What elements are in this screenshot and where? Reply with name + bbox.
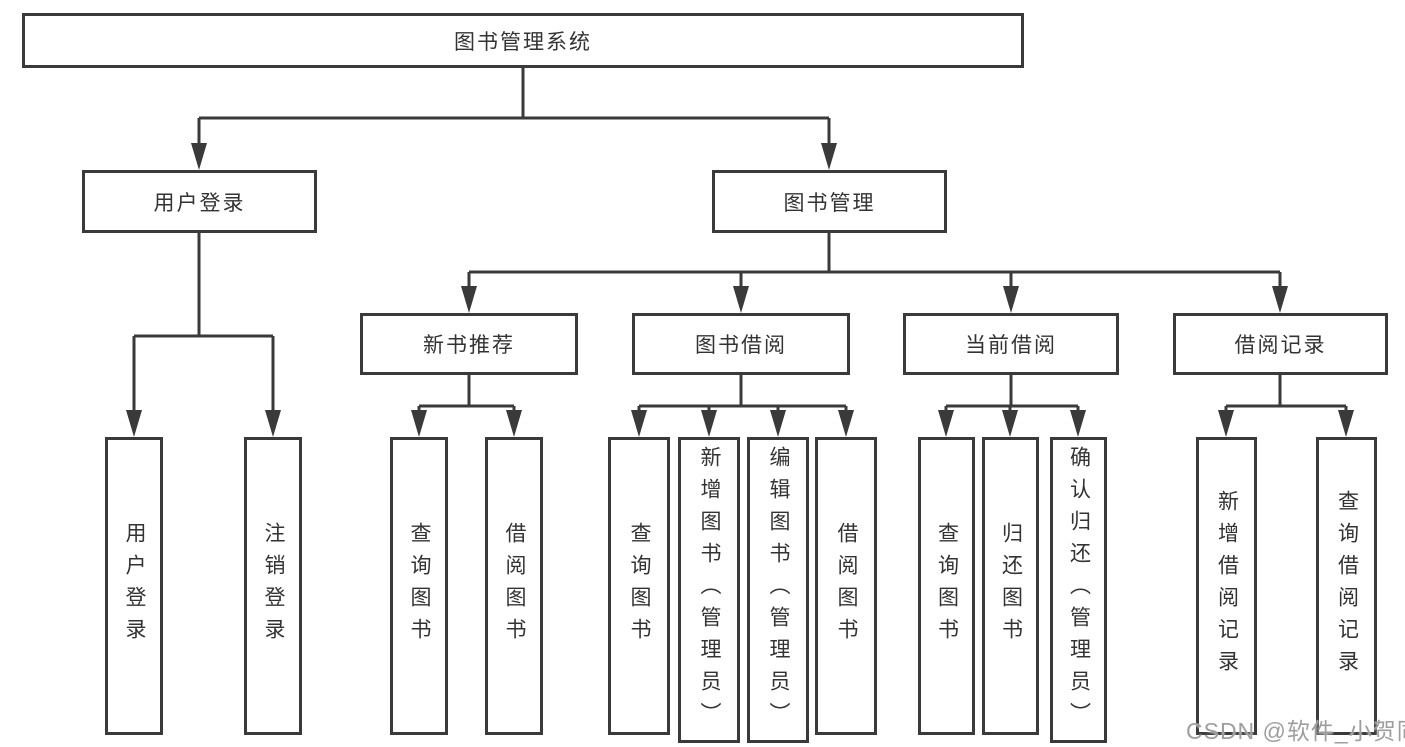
node-library-management-system: 图书管理系统 <box>22 13 1024 68</box>
node-leaf-add-borrow-record: 新增借阅记录 <box>1196 437 1257 735</box>
node-label: 新增图书（管理员） <box>698 446 721 734</box>
node-leaf-borrow-books: 借阅图书 <box>485 437 543 735</box>
node-label: 图书管理系统 <box>454 30 592 54</box>
node-label: 用户登录 <box>153 191 246 215</box>
node-label: 注销登录 <box>262 522 285 650</box>
node-label: 查询借阅记录 <box>1335 490 1359 682</box>
node-current-borrowing: 当前借阅 <box>903 313 1119 375</box>
node-label: 用户登录 <box>123 522 146 650</box>
node-book-borrowing: 图书借阅 <box>632 313 850 375</box>
node-label: 借阅图书 <box>503 522 526 650</box>
node-new-book-recommend: 新书推荐 <box>360 313 578 375</box>
node-label: 归还图书 <box>999 522 1023 650</box>
node-user-login: 用户登录 <box>82 170 317 233</box>
node-label: 借阅记录 <box>1234 334 1327 357</box>
node-leaf-borrow-books-2: 借阅图书 <box>815 437 877 735</box>
node-leaf-query-books-2: 查询图书 <box>608 437 670 735</box>
node-leaf-confirm-return-admin: 确认归还（管理员） <box>1050 437 1107 743</box>
node-leaf-return-books: 归还图书 <box>982 437 1039 735</box>
node-leaf-edit-books-admin: 编辑图书（管理员） <box>747 437 809 743</box>
node-leaf-add-books-admin: 新增图书（管理员） <box>678 437 740 743</box>
node-label: 新增借阅记录 <box>1215 490 1239 682</box>
node-leaf-query-books: 查询图书 <box>390 437 448 735</box>
node-leaf-query-books-3: 查询图书 <box>918 437 975 735</box>
node-borrow-records: 借阅记录 <box>1173 313 1388 375</box>
node-label: 借阅图书 <box>835 522 858 650</box>
csdn-watermark: CSDN @软件_小贺同学 <box>1186 718 1405 744</box>
node-label: 查询图书 <box>628 522 651 650</box>
node-label: 确认归还（管理员） <box>1067 446 1091 734</box>
node-label: 图书借阅 <box>695 334 787 357</box>
node-label: 新书推荐 <box>423 334 515 357</box>
node-label: 查询图书 <box>935 522 959 650</box>
node-leaf-user-login: 用户登录 <box>105 437 163 735</box>
node-label: 查询图书 <box>408 522 431 650</box>
node-label: 当前借阅 <box>965 334 1057 357</box>
node-leaf-query-borrow-record: 查询借阅记录 <box>1316 437 1377 735</box>
node-leaf-logout: 注销登录 <box>244 437 302 735</box>
node-label: 编辑图书（管理员） <box>767 446 790 734</box>
node-book-management: 图书管理 <box>712 170 947 233</box>
node-label: 图书管理 <box>783 191 876 215</box>
